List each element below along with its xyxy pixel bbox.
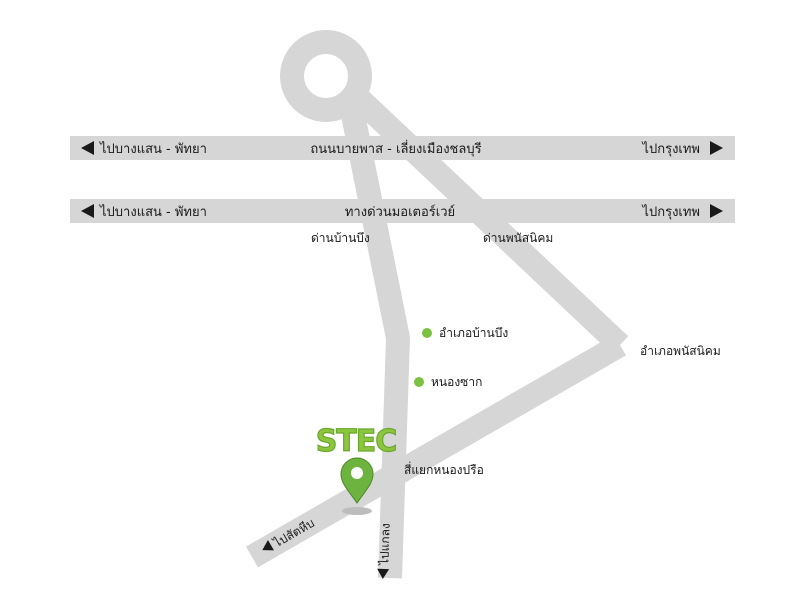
arrow-right-icon: [710, 141, 723, 155]
highway-motorway-labels: ไปบางแสน - พัทยา ทางด่วนมอเตอร์เวย์ ไปกร…: [81, 204, 723, 220]
location-pin-icon: [340, 457, 374, 515]
exit-phanat-nikhom-label: ด่านพนัสนิคม: [483, 231, 553, 245]
bypass-right-label: ไปกรุงเทพ: [641, 141, 700, 157]
roads: [70, 30, 735, 579]
district-phanat-nikhom-label: อำเภอพนัสนิคม: [640, 344, 721, 358]
road-phanat-nikhom: [346, 86, 629, 354]
road-sattahip: [246, 334, 626, 568]
district-ban-bueng: อำเภอบ้านบึง: [422, 326, 508, 340]
district-ban-bueng-label: อำเภอบ้านบึง: [439, 326, 508, 340]
nong-sak: หนองซาก: [414, 375, 482, 389]
arrow-right-icon: [710, 204, 723, 218]
highway-bypass-labels: ไปบางแสน - พัทยา ถนนบายพาส - เลี่ยงเมือง…: [81, 140, 723, 157]
bypass-left-label: ไปบางแสน - พัทยา: [99, 141, 207, 157]
nong-sak-label: หนองซาก: [431, 375, 482, 389]
roundabout: [280, 30, 372, 122]
road-ban-bueng: [338, 97, 411, 579]
motorway-left-label: ไปบางแสน - พัทยา: [99, 204, 207, 220]
arrow-down-icon: [262, 539, 274, 551]
dot-icon: [414, 377, 424, 387]
to-klaeng: ไปแกลง: [377, 523, 393, 579]
exit-ban-bueng-label: ด่านบ้านบึง: [311, 231, 370, 245]
bypass-center-label: ถนนบายพาส - เลี่ยงเมืองชลบุรี: [310, 140, 481, 157]
stec-logo: STEC: [316, 424, 397, 459]
arrow-left-icon: [81, 204, 94, 218]
to-klaeng-label: ไปแกลง: [377, 523, 392, 566]
arrow-down-icon: [377, 568, 390, 579]
dot-icon: [422, 328, 432, 338]
motorway-center-label: ทางด่วนมอเตอร์เวย์: [345, 204, 455, 220]
intersection-label: สี่แยกหนองปรือ: [404, 461, 484, 477]
motorway-right-label: ไปกรุงเทพ: [641, 204, 700, 220]
arrow-left-icon: [81, 141, 94, 155]
